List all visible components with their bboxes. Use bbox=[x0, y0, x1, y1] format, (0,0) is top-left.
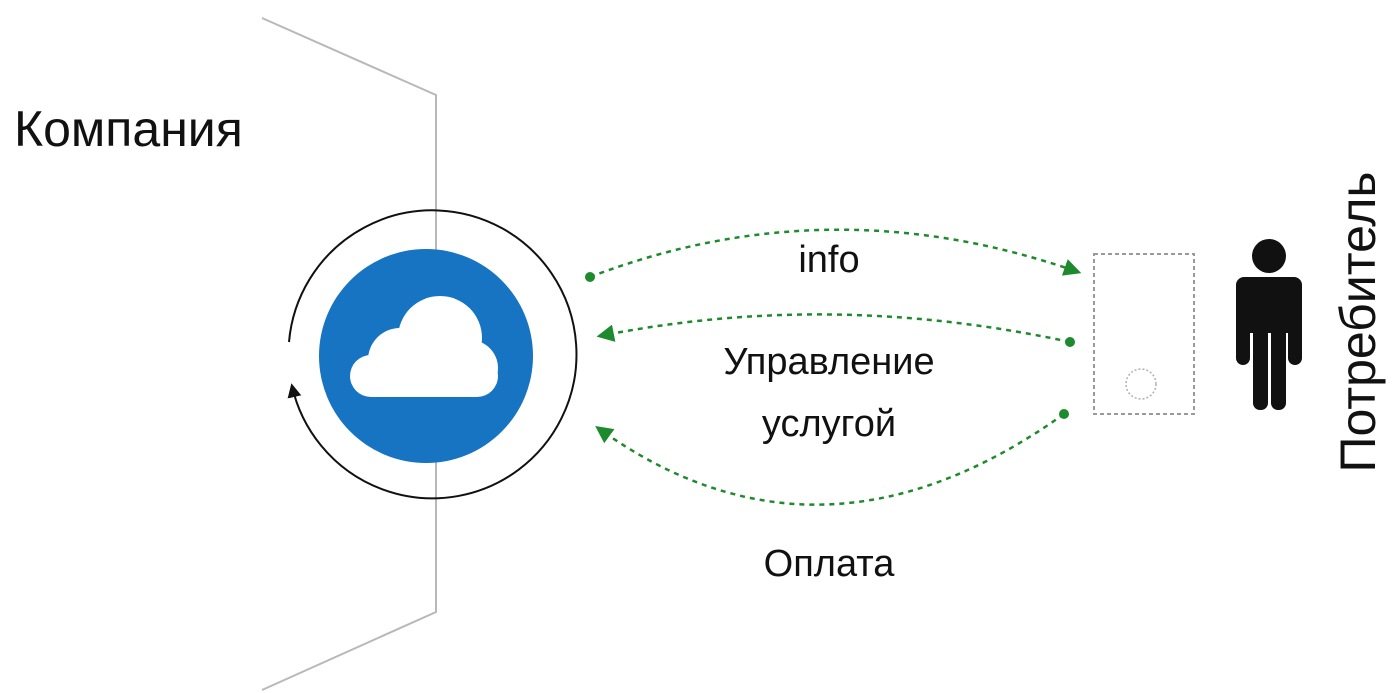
payment-label: Оплата bbox=[764, 543, 896, 585]
company-label: Компания bbox=[14, 101, 243, 157]
cycle-arrow-icon bbox=[287, 209, 578, 500]
info-flow-start-dot bbox=[585, 272, 595, 282]
person-icon bbox=[1236, 239, 1302, 410]
consumer-label: Потребитель bbox=[1330, 172, 1386, 473]
device-icon bbox=[1093, 253, 1195, 415]
management-label-line1: Управление bbox=[723, 341, 934, 383]
cloud-icon bbox=[350, 296, 498, 397]
payment-flow-start-dot bbox=[1059, 409, 1069, 419]
management-flow-arrow bbox=[596, 313, 1071, 344]
info-label: info bbox=[798, 239, 859, 281]
management-flow-start-dot bbox=[1065, 337, 1075, 347]
management-label-line2: услугой bbox=[762, 403, 896, 445]
payment-flow-arrow bbox=[595, 412, 1065, 506]
